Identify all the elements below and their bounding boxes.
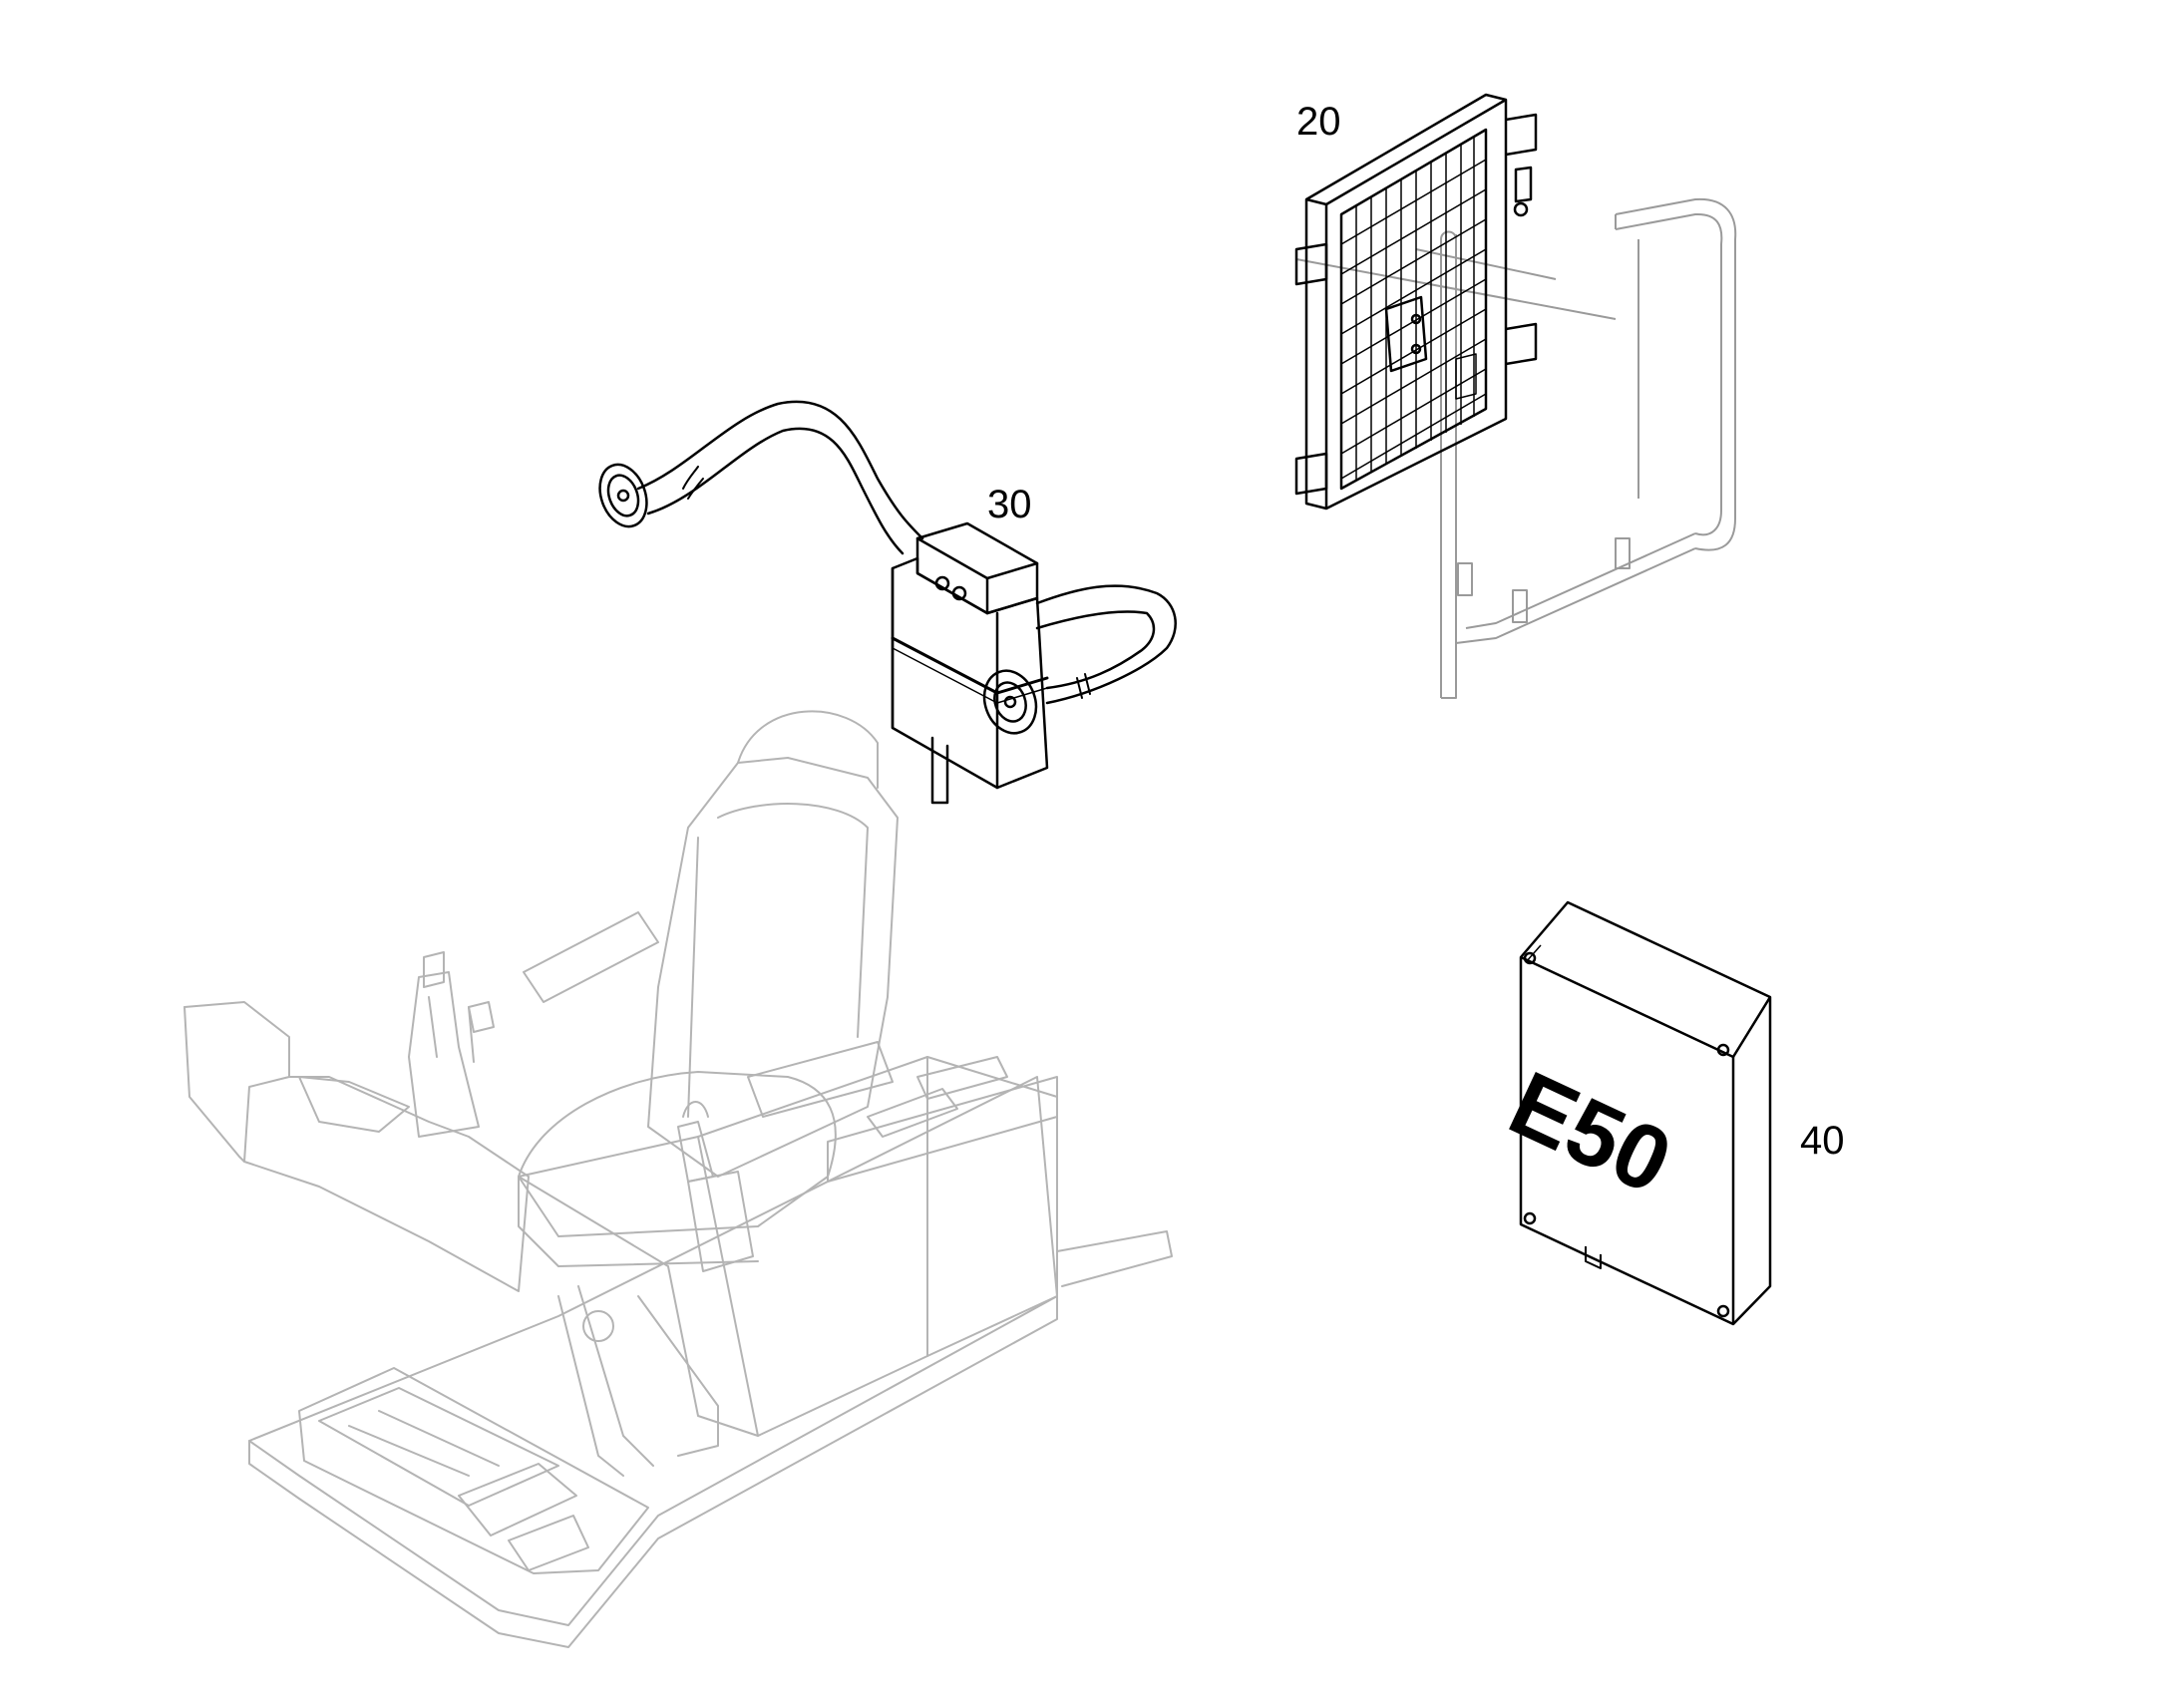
seat-back xyxy=(647,757,899,1178)
callout-20: 20 xyxy=(1296,100,1341,144)
handrail-frame xyxy=(1295,197,1737,699)
guard-panel xyxy=(1294,93,1538,511)
hose-fitting-left xyxy=(598,463,648,528)
electrical-box-e50 xyxy=(1519,900,1772,1326)
pedal-plate xyxy=(298,1367,649,1574)
heater-assembly xyxy=(598,400,1177,805)
hose-fitting-right xyxy=(982,669,1038,735)
callout-40: 40 xyxy=(1800,1119,1845,1163)
operator-cab-ghost xyxy=(183,710,1173,1648)
callout-30: 30 xyxy=(987,483,1032,526)
